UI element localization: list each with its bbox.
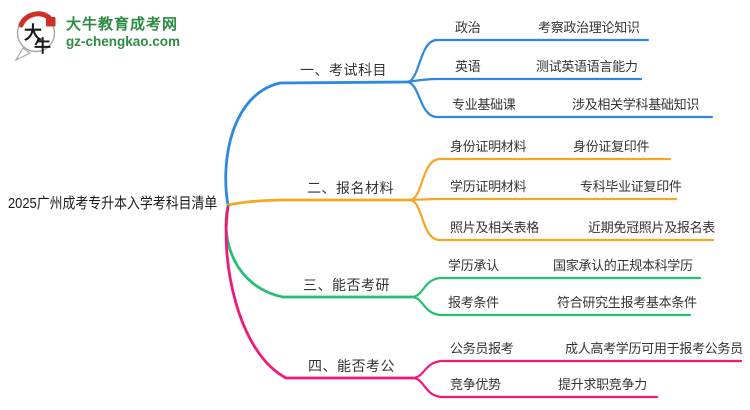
- connector-english: [405, 77, 643, 84]
- node-english-desc: 测试英语语言能力: [536, 59, 638, 74]
- node-diploma-proof-desc: 专科毕业证复印件: [580, 179, 682, 194]
- site-logo[interactable]: 大 牛 大牛教育成考网 gz-chengkao.com: [12, 6, 180, 62]
- node-application-conditions-label: 报考条件: [448, 295, 499, 310]
- brand-name: 大牛教育成考网: [66, 16, 179, 33]
- node-photos-forms-desc: 近期免冠照片及报名表: [588, 220, 716, 235]
- node-politics-label: 政治: [455, 20, 481, 35]
- node-id-proof-label: 身份证明材料: [450, 139, 527, 154]
- branch-registration-materials-label: 二、报名材料: [307, 180, 394, 196]
- brand-url: gz-chengkao.com: [66, 34, 181, 49]
- logo-char-top: 大: [24, 22, 42, 43]
- node-english-label: 英语: [455, 59, 481, 74]
- logo-bubble-tail: [14, 47, 32, 62]
- connector-civil-service-application: [411, 359, 743, 380]
- node-photos-forms-label: 照片及相关表格: [450, 220, 539, 235]
- connector-diploma-proof: [408, 197, 678, 202]
- brand-text-block: 大牛教育成考网 gz-chengkao.com: [66, 16, 180, 49]
- node-politics-desc: 考察政治理论知识: [538, 20, 640, 35]
- node-competitive-advantage-desc: 提升求职竞争力: [558, 377, 647, 392]
- connector-major-foundation: [405, 80, 714, 119]
- node-civil-service-application-label: 公务员报考: [450, 341, 514, 356]
- logo-char-bottom: 牛: [34, 36, 51, 56]
- node-major-foundation-label: 专业基础课: [452, 97, 516, 112]
- node-application-conditions-desc: 符合研究生报考基本条件: [557, 295, 697, 310]
- connector-degree-recognition: [410, 276, 702, 299]
- logo-seal: [46, 17, 56, 27]
- logo-icon: 大 牛: [14, 11, 56, 62]
- node-diploma-proof-label: 学历证明材料: [450, 179, 527, 194]
- branch-line-registration-materials: [226, 198, 412, 207]
- connector-competitive-advantage: [411, 376, 659, 399]
- node-degree-recognition-label: 学历承认: [448, 258, 499, 273]
- mindmap-root-title: 2025广州成考专升本入学考科目清单: [8, 195, 218, 212]
- branch-postgrad-eligibility-label: 三、能否考研: [303, 277, 390, 293]
- branch-line-civil-service-eligibility: [224, 205, 415, 380]
- branch-exam-subjects-label: 一、考试科目: [300, 62, 387, 78]
- node-competitive-advantage-label: 竞争优势: [450, 377, 501, 392]
- logo-red-beret: [18, 11, 52, 28]
- connector-id-proof: [408, 157, 672, 202]
- node-degree-recognition-desc: 国家承认的正规本科学历: [553, 258, 693, 273]
- node-id-proof-desc: 身份证复印件: [573, 139, 650, 154]
- node-major-foundation-desc: 涉及相关学科基础知识: [572, 97, 700, 112]
- node-civil-service-application-desc: 成人高考学历可用于报考公务员: [565, 341, 743, 356]
- branch-civil-service-eligibility-label: 四、能否考公: [308, 358, 395, 374]
- connector-photos-forms: [408, 198, 715, 242]
- connector-application-conditions: [410, 295, 692, 317]
- branch-line-exam-subjects: [224, 80, 409, 207]
